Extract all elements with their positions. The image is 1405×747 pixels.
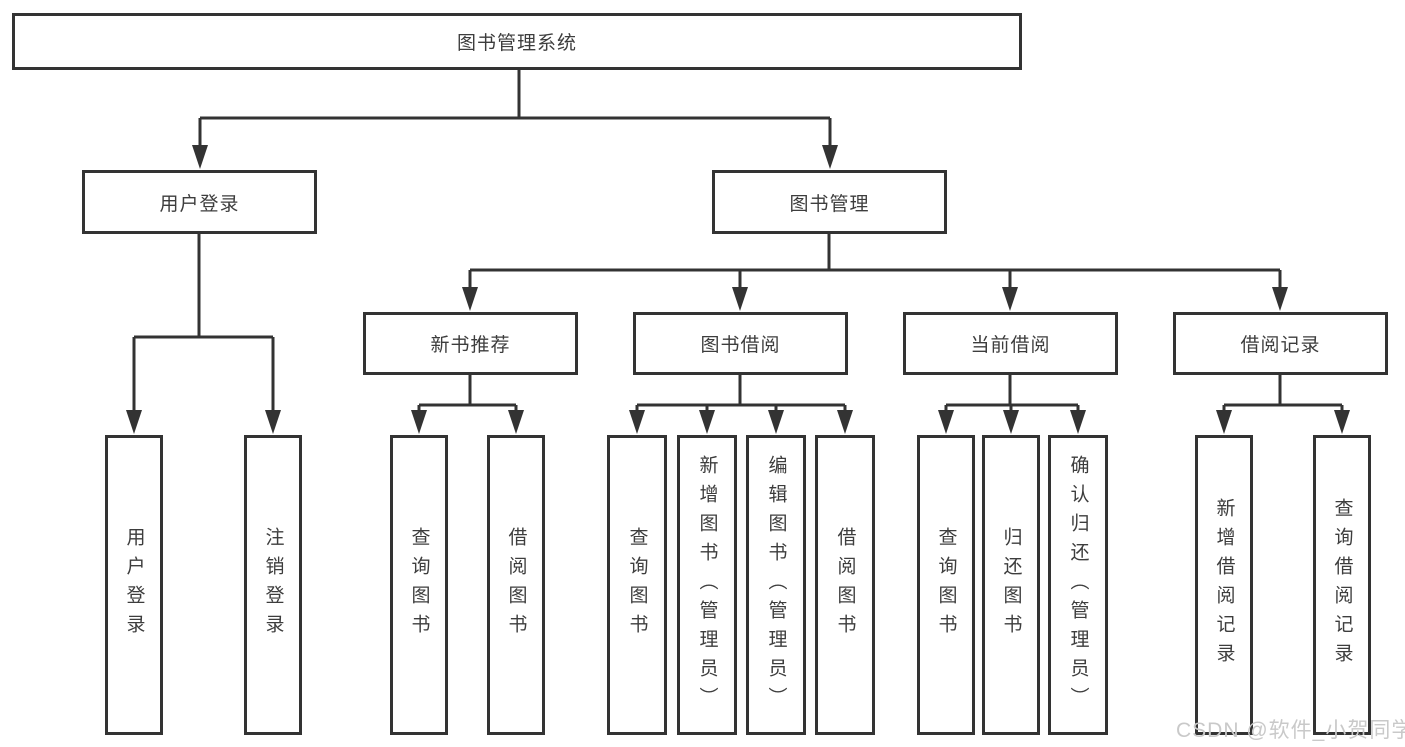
leaf-user-login: 用户登录 xyxy=(105,435,163,735)
leaf-logout: 注销登录 xyxy=(244,435,302,735)
leaf-borrow-query-book: 查询图书 xyxy=(607,435,667,735)
leaf-add-borrow-record: 新增借阅记录 xyxy=(1195,435,1253,735)
node-current-borrow: 当前借阅 xyxy=(903,312,1118,375)
leaf-recommend-query-book: 查询图书 xyxy=(390,435,448,735)
node-root-system: 图书管理系统 xyxy=(12,13,1022,70)
node-user-login-branch: 用户登录 xyxy=(82,170,317,234)
node-book-borrow: 图书借阅 xyxy=(633,312,848,375)
leaf-edit-book-admin: 编辑图书（管理员） xyxy=(746,435,806,735)
leaf-recommend-borrow-book: 借阅图书 xyxy=(487,435,545,735)
leaf-current-query-book: 查询图书 xyxy=(917,435,975,735)
leaf-query-borrow-record: 查询借阅记录 xyxy=(1313,435,1371,735)
leaf-confirm-return-admin: 确认归还（管理员） xyxy=(1048,435,1108,735)
csdn-watermark: CSDN @软件_小贺同学 xyxy=(1176,719,1405,742)
node-borrow-records: 借阅记录 xyxy=(1173,312,1388,375)
arrowheads xyxy=(126,145,1350,434)
leaf-add-book-admin: 新增图书（管理员） xyxy=(677,435,737,735)
leaf-borrow-book: 借阅图书 xyxy=(815,435,875,735)
node-book-management-branch: 图书管理 xyxy=(712,170,947,234)
leaf-return-book: 归还图书 xyxy=(982,435,1040,735)
node-new-book-recommend: 新书推荐 xyxy=(363,312,578,375)
